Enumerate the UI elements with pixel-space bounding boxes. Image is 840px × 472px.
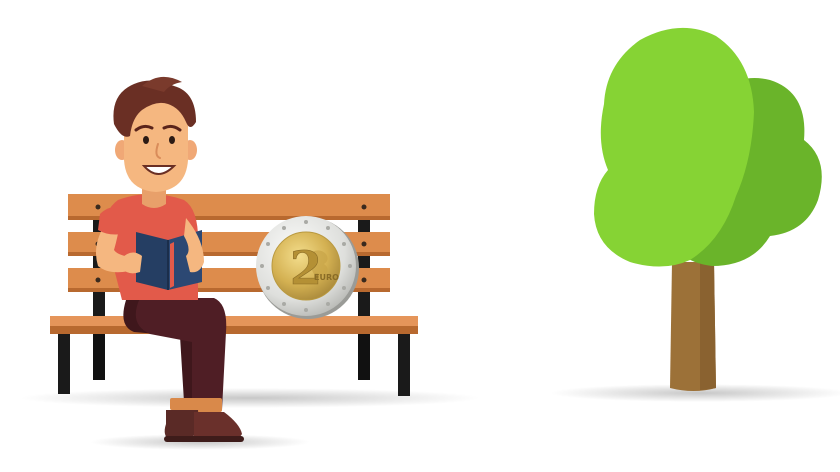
eyebrow-left (134, 124, 154, 132)
eye-right (169, 136, 175, 144)
bench-bolt (95, 277, 101, 283)
tree-foliage-front (594, 27, 754, 267)
bench-leg-front-left (58, 334, 70, 394)
coin-inner-core (271, 231, 341, 301)
trouser-cuff-right (192, 398, 222, 412)
bench-leg-back-right (358, 334, 370, 380)
bench-bolt (361, 277, 367, 283)
bench-leg-back-left (93, 334, 105, 380)
man-reading-book (96, 76, 244, 442)
bench-bolt (361, 241, 367, 247)
two-euro-coin: 2 EURO (256, 216, 359, 319)
smile (141, 165, 177, 175)
coin-denomination: 2 (290, 241, 322, 295)
nose (155, 143, 161, 159)
bench-bolt (361, 204, 367, 210)
bench-leg-front-right (398, 334, 410, 396)
eye-left (143, 136, 149, 144)
trouser-cuff-left (170, 398, 198, 410)
eyebrow-right (162, 124, 182, 132)
hand (122, 252, 142, 274)
tree-ground-shadow (550, 384, 840, 402)
trousers-right-leg (135, 298, 227, 410)
shoe-left (164, 410, 200, 440)
coin-currency-label: EURO (314, 273, 339, 282)
tree (594, 27, 822, 391)
hair (113, 80, 196, 137)
shoe-right (194, 412, 242, 442)
arm-right (184, 218, 204, 273)
bench-ground-shadow (20, 388, 480, 408)
bench-bolt (95, 204, 101, 210)
